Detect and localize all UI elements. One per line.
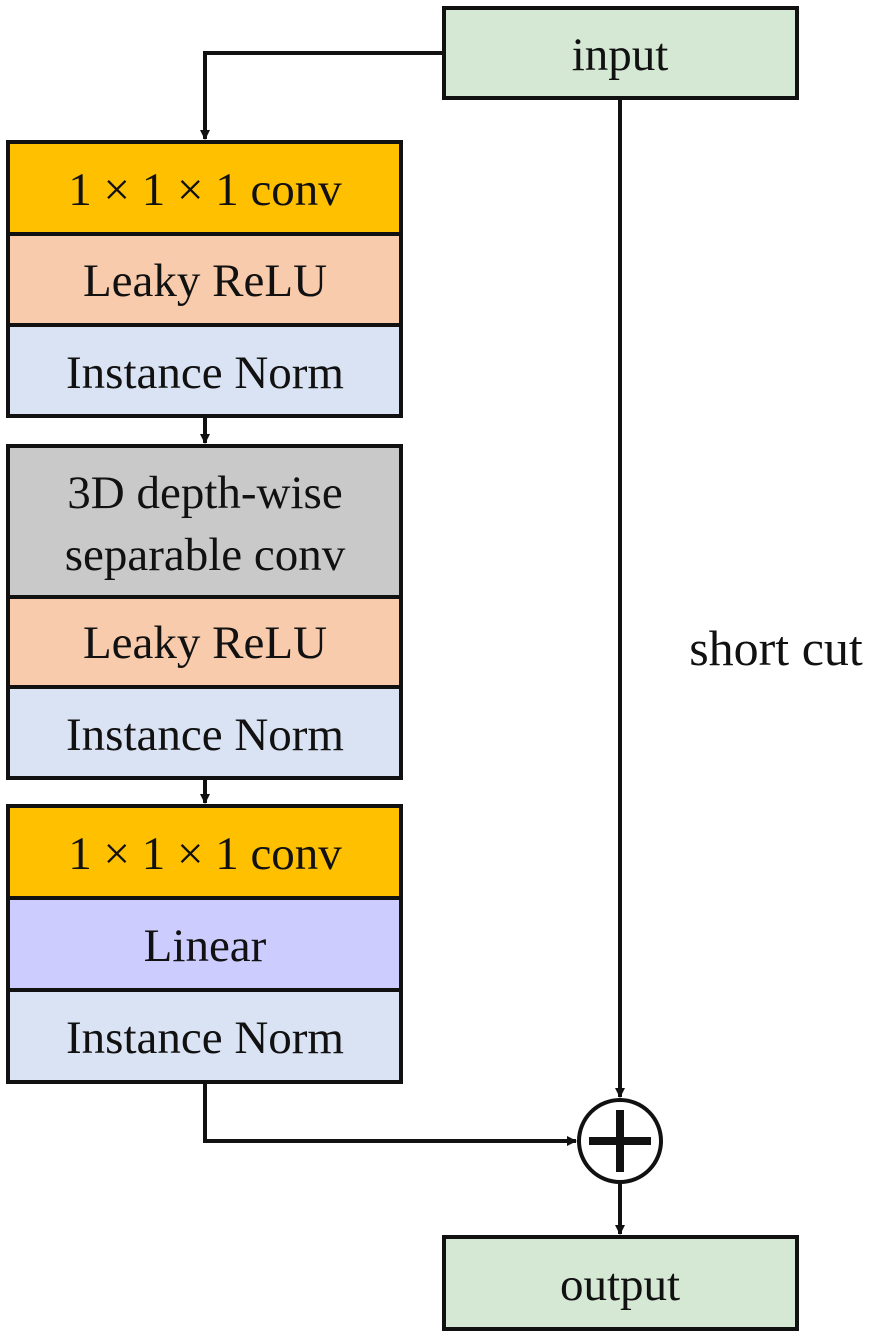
block-2-conv-label-line-1: 3D depth-wise <box>67 467 342 519</box>
shortcut-label: short cut <box>689 620 863 676</box>
block-1-conv-label: 1 × 1 × 1 conv <box>68 164 342 216</box>
plus-circle-icon <box>577 1098 663 1184</box>
output-label: output <box>560 1259 680 1311</box>
block-3-norm-label: Instance Norm <box>66 1012 344 1064</box>
block-2-norm-label: Instance Norm <box>66 709 344 761</box>
block-1-norm-layer <box>6 323 403 418</box>
block-2: 3D depth-wise separable conv Leaky ReLU … <box>6 444 403 780</box>
block-1-conv-layer <box>6 140 403 236</box>
block-1-norm-label: Instance Norm <box>66 347 344 399</box>
block-3-linear-label: Linear <box>144 920 267 972</box>
block-1-activation-label: Leaky ReLU <box>83 255 327 307</box>
block-3-norm-layer <box>6 988 403 1084</box>
block-3-to-adder-arrow <box>203 1084 577 1146</box>
block-2-conv-label-line-2: separable conv <box>65 529 346 581</box>
block-2-activation-label: Leaky ReLU <box>83 617 327 669</box>
input-label: input <box>572 29 669 81</box>
block-3: 1 × 1 × 1 conv Linear Instance Norm <box>6 804 403 1084</box>
output-node: output <box>442 1235 799 1331</box>
block-1: 1 × 1 × 1 conv Leaky ReLU Instance Norm <box>6 140 403 418</box>
block-2-norm-layer <box>6 685 403 780</box>
block-3-conv-layer <box>6 804 403 900</box>
input-to-block-1-arrow <box>200 51 444 140</box>
block-3-conv-label: 1 × 1 × 1 conv <box>68 828 342 880</box>
input-node: input <box>442 6 799 100</box>
block-2-activation-layer <box>6 595 403 689</box>
